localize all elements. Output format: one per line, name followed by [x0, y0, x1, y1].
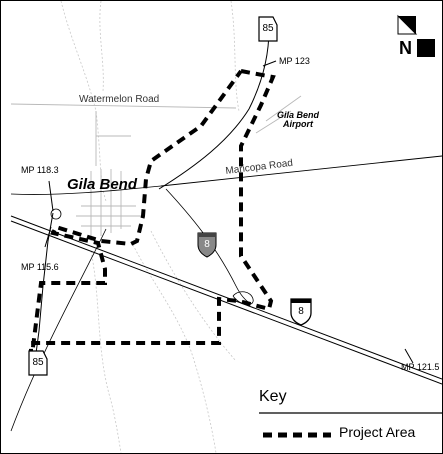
- wash: [230, 1, 240, 112]
- i8-shield-east: [290, 298, 312, 326]
- i8-east-shield-number: 8: [298, 306, 304, 317]
- interchange-loop: [50, 208, 62, 220]
- wash: [60, 1, 107, 202]
- maricopa-road-line: [160, 155, 442, 187]
- legend-box: [259, 412, 442, 438]
- wash: [99, 1, 104, 92]
- wash: [130, 240, 217, 453]
- milepost-121-label: MP 121.5: [401, 362, 440, 372]
- i8-line: [10, 215, 442, 380]
- connector-road-line: [165, 188, 252, 305]
- north-arrow-letter: N: [399, 38, 412, 58]
- milepost-115-label: MP 115.6: [21, 262, 59, 272]
- airport-runway: [255, 110, 292, 134]
- watermelon-road-line: [10, 103, 237, 109]
- sr85-south-shield-number: 85: [32, 357, 44, 368]
- watermelon-road-label: Watermelon Road: [79, 94, 160, 105]
- airport-label-line2: Airport: [283, 119, 313, 129]
- milepost-ticks: [44, 60, 414, 364]
- airport-runway: [265, 95, 302, 122]
- wash: [90, 250, 122, 453]
- milepost-tick: [48, 180, 54, 212]
- milepost-118-label: MP 118.3: [21, 165, 59, 175]
- i8-shield-center: [197, 232, 217, 258]
- legend-title: Key: [259, 388, 287, 405]
- milepost-123-label: MP 123: [279, 56, 310, 66]
- airport-label: Gila Bend Airport: [277, 111, 319, 129]
- diagonal-road-line: [10, 228, 107, 432]
- washes: [60, 1, 240, 453]
- project-area-boundary: [29, 69, 276, 364]
- airport-label-line1: Gila Bend: [277, 110, 320, 120]
- interchange-loop: [232, 291, 254, 306]
- milepost-tick: [44, 226, 52, 248]
- wash: [150, 230, 237, 362]
- legend-label-project-area: Project Area: [339, 424, 416, 440]
- town-label: Gila Bend: [67, 176, 138, 193]
- streets: [10, 95, 302, 241]
- sr85-shield-south: [28, 350, 48, 376]
- north-arrow-icon: [397, 14, 435, 57]
- highways: [10, 28, 442, 432]
- sr85-south-line: [34, 212, 54, 362]
- i8-line: [10, 220, 442, 385]
- milepost-tick: [262, 60, 277, 67]
- i8-center-shield-number: 8: [204, 239, 210, 250]
- sr85-shield-north: [258, 16, 278, 42]
- sr85-north-shield-number: 85: [262, 23, 274, 34]
- sr85-north-line: [158, 28, 270, 190]
- milepost-tick: [404, 348, 414, 364]
